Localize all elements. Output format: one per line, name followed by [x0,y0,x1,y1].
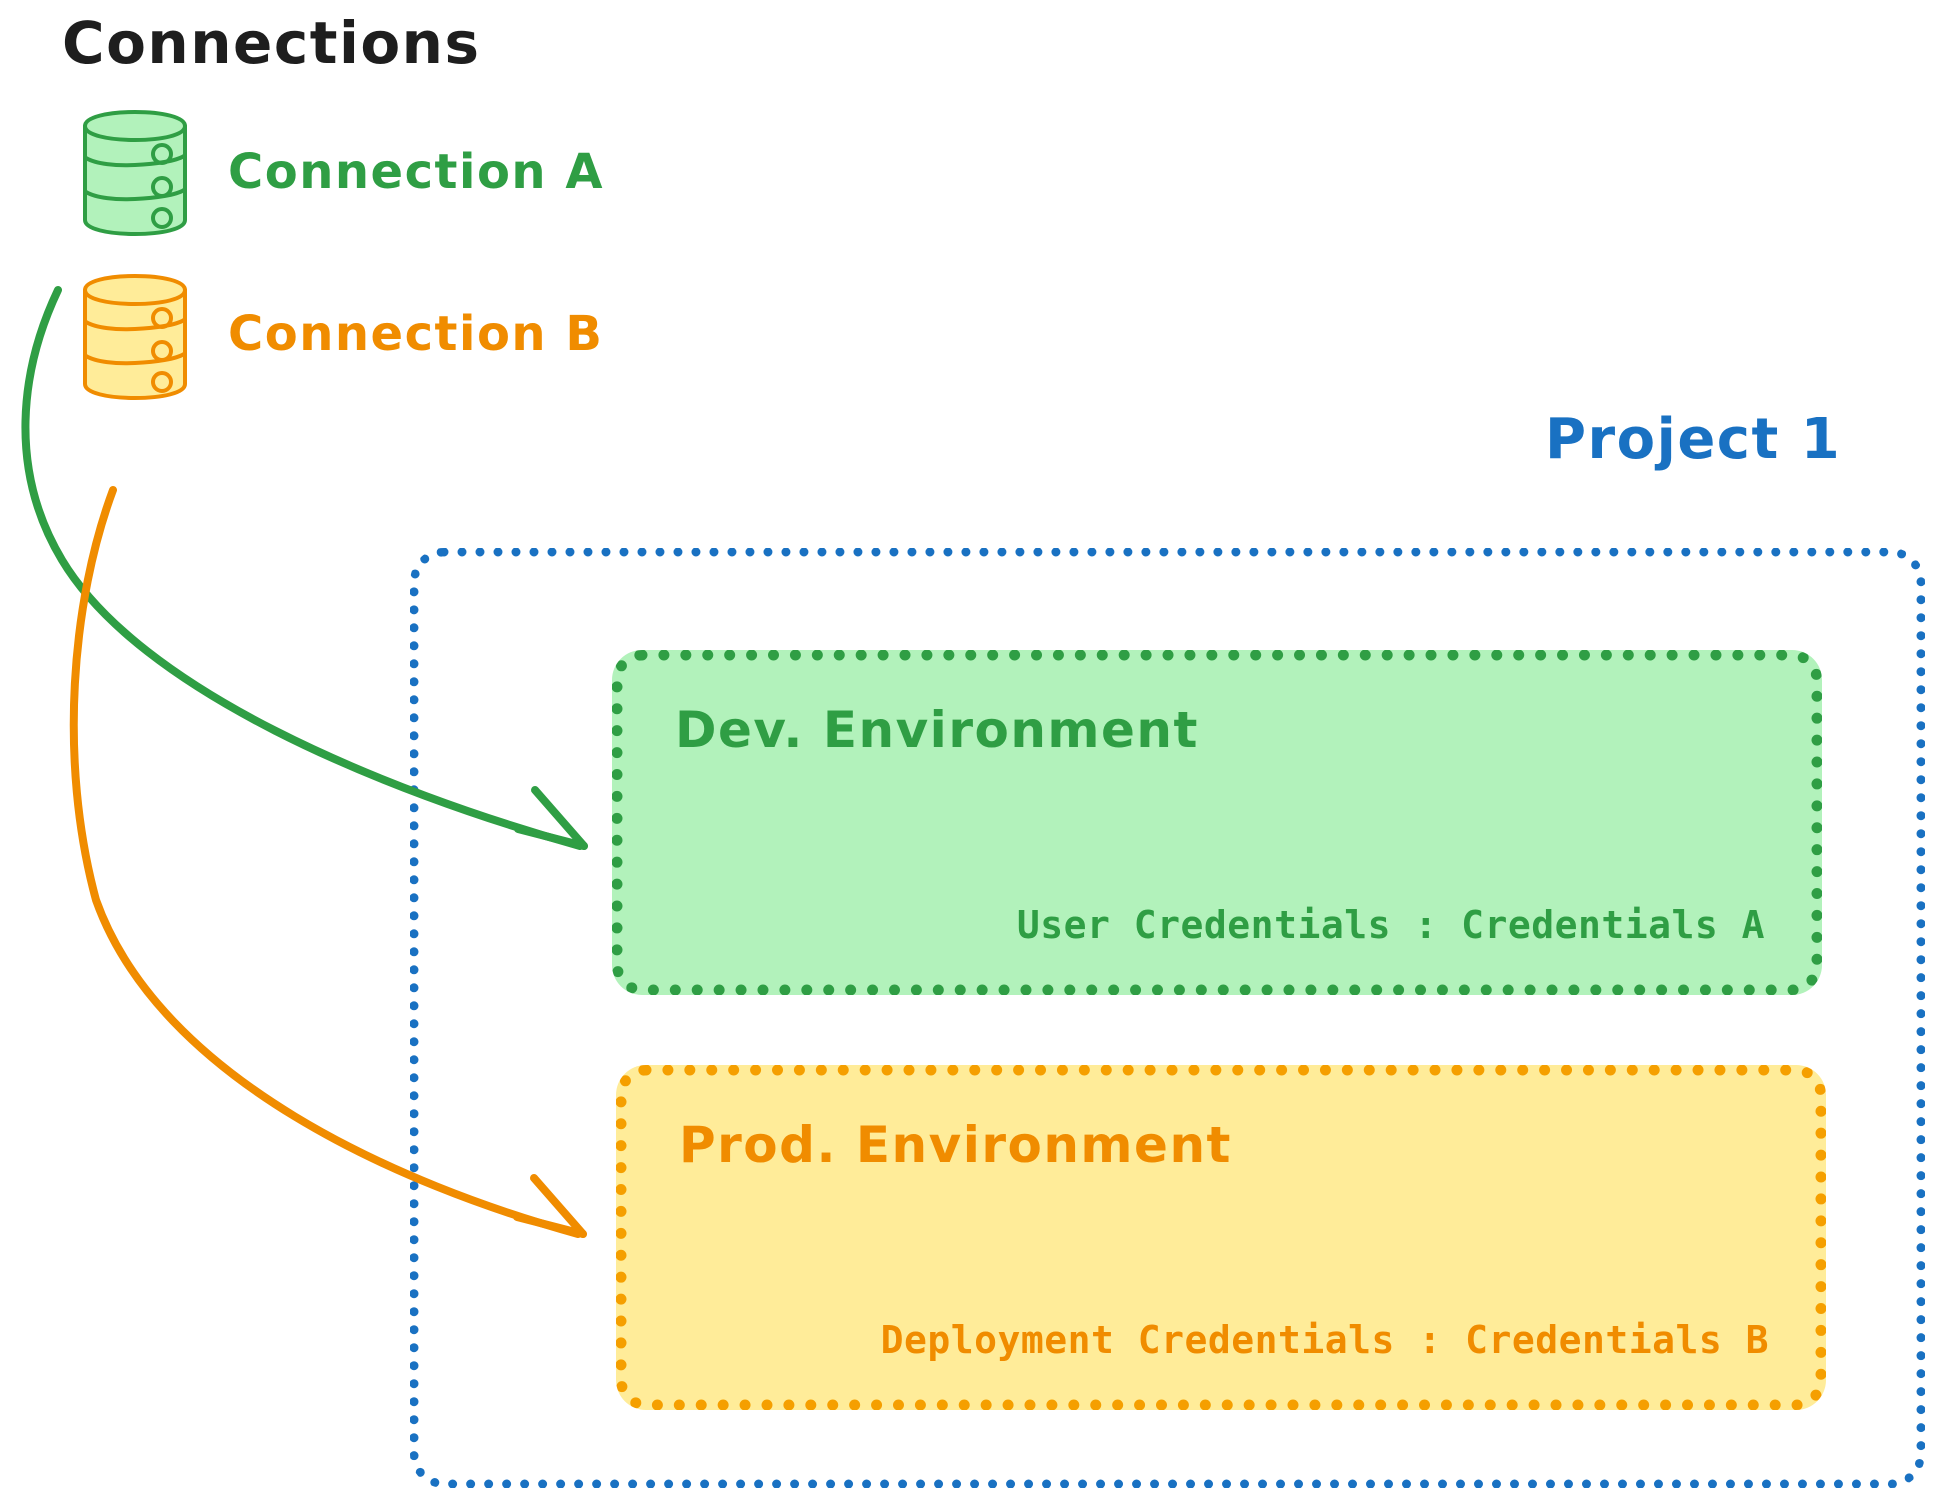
prod-environment-title: Prod. Environment [679,1116,1232,1174]
connection-label-b: Connection B [228,306,604,362]
database-icon-connection-a [83,110,187,236]
prod-environment-box[interactable]: Prod. Environment Deployment Credentials… [616,1065,1826,1410]
database-icon-connection-b [83,274,187,400]
connection-label-a: Connection A [228,144,604,200]
dev-environment-title: Dev. Environment [675,701,1199,759]
project-label: Project 1 [1545,407,1842,472]
dev-environment-credentials: User Credentials : Credentials A [1016,903,1765,947]
page-title: Connections [62,9,481,77]
dev-environment-box[interactable]: Dev. Environment User Credentials : Cred… [612,650,1822,995]
prod-environment-credentials: Deployment Credentials : Credentials B [880,1318,1769,1362]
